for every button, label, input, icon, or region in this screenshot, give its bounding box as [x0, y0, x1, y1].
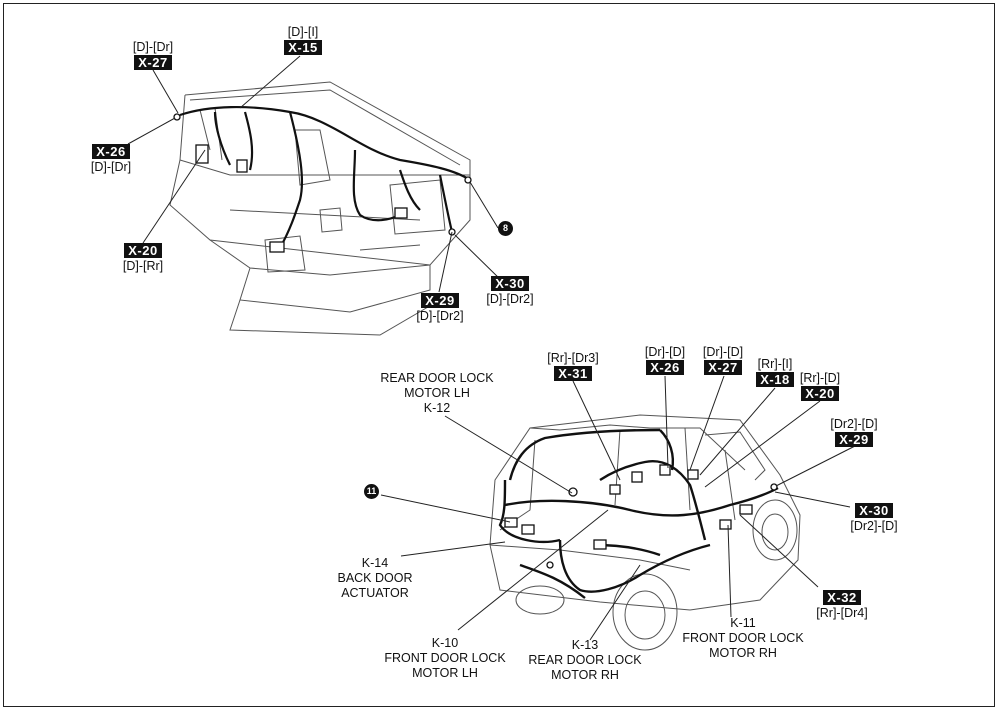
component-code: K-10: [431, 636, 459, 650]
component-name-line1: FRONT DOOR LOCK: [682, 631, 804, 645]
component-name-line2: MOTOR RH: [551, 668, 619, 682]
circuit-label: [D]-[Dr]: [132, 40, 174, 54]
callout-x15-top: [D]-[I] X-15: [268, 25, 338, 56]
callout-x32-bot: X-32 [Rr]-[Dr4]: [806, 590, 878, 621]
circuit-label: [Rr]-[Dr4]: [816, 606, 868, 620]
callout-x18-bot: [Rr]-[I] X-18: [742, 357, 808, 388]
connector-code-badge: X-20: [801, 386, 839, 401]
connector-code-badge: X-18: [756, 372, 794, 387]
vehicle-harness: [498, 428, 779, 599]
connector-code-badge: X-26: [646, 360, 684, 375]
circuit-label: [Dr]-[D]: [702, 345, 744, 359]
component-name-line2: ACTUATOR: [341, 586, 409, 600]
component-name-line1: REAR DOOR LOCK: [528, 653, 642, 667]
circuit-label: [D]-[Rr]: [122, 259, 164, 273]
circuit-label: [D]-[Dr]: [90, 160, 132, 174]
callout-x30-bot: X-30 [Dr2]-[D]: [838, 503, 910, 534]
callout-x27-bot: [Dr]-[D] X-27: [690, 345, 756, 376]
callout-x20-bot: [Rr]-[D] X-20: [787, 371, 853, 402]
component-code: K-14: [361, 556, 389, 570]
diagram-frame: [3, 3, 995, 707]
component-k13-label: K-13 REAR DOOR LOCK MOTOR RH: [510, 638, 660, 683]
callout-x29-top: X-29 [D]-[Dr2]: [402, 293, 478, 324]
dashboard-harness: [179, 105, 471, 249]
reference-marker-bottom: 11: [364, 484, 379, 499]
component-name-line2: MOTOR RH: [709, 646, 777, 660]
circuit-label: [Rr]-[I]: [757, 357, 793, 371]
connector-code-badge: X-29: [421, 293, 459, 308]
callout-x31-bot: [Rr]-[Dr3] X-31: [534, 351, 612, 382]
callout-x26-bot: [Dr]-[D] X-26: [632, 345, 698, 376]
vehicle-connectors: [504, 464, 778, 569]
circuit-label: [Rr]-[Dr3]: [547, 351, 599, 365]
connector-code-badge: X-20: [124, 243, 162, 258]
component-k11-label: K-11 FRONT DOOR LOCK MOTOR RH: [668, 616, 818, 661]
component-k14-label: K-14 BACK DOOR ACTUATOR: [320, 556, 430, 601]
component-code: K-12: [423, 401, 451, 415]
component-name-line1: REAR DOOR LOCK: [380, 371, 494, 385]
callout-x26-top: X-26 [D]-[Dr]: [76, 144, 146, 175]
circuit-label: [Dr2]-[D]: [830, 417, 878, 431]
callout-x30-top: X-30 [D]-[Dr2]: [472, 276, 548, 307]
connector-code-badge: X-29: [835, 432, 873, 447]
connector-code-badge: X-31: [554, 366, 592, 381]
component-name-line1: FRONT DOOR LOCK: [384, 651, 506, 665]
component-k10-label: K-10 FRONT DOOR LOCK MOTOR LH: [370, 636, 520, 681]
connector-code-badge: X-15: [284, 40, 322, 55]
bottom-leader-lines: [380, 375, 856, 641]
circuit-label: [D]-[I]: [287, 25, 319, 39]
component-code: K-13: [571, 638, 599, 652]
component-name-line1: BACK DOOR: [337, 571, 413, 585]
connector-code-badge: X-26: [92, 144, 130, 159]
circuit-label: [Rr]-[D]: [799, 371, 841, 385]
connector-code-badge: X-30: [491, 276, 529, 291]
circuit-label: [D]-[Dr2]: [416, 309, 464, 323]
callout-x29-bot: [Dr2]-[D] X-29: [818, 417, 890, 448]
component-code: K-11: [730, 616, 756, 630]
reference-marker-top: 8: [498, 221, 513, 236]
circuit-label: [Dr]-[D]: [644, 345, 686, 359]
component-k12-label: REAR DOOR LOCK MOTOR LH K-12: [352, 371, 522, 416]
circuit-label: [D]-[Dr2]: [486, 292, 534, 306]
connector-code-badge: X-30: [855, 503, 893, 518]
connector-code-badge: X-32: [823, 590, 861, 605]
connector-code-badge: X-27: [134, 55, 172, 70]
connector-code-badge: X-27: [704, 360, 742, 375]
circuit-label: [Dr2]-[D]: [850, 519, 898, 533]
component-name-line2: MOTOR LH: [412, 666, 478, 680]
component-name-line2: MOTOR LH: [404, 386, 470, 400]
callout-x20-top: X-20 [D]-[Rr]: [108, 243, 178, 274]
callout-x27-top: [D]-[Dr] X-27: [118, 40, 188, 71]
top-leader-lines: [127, 55, 505, 293]
